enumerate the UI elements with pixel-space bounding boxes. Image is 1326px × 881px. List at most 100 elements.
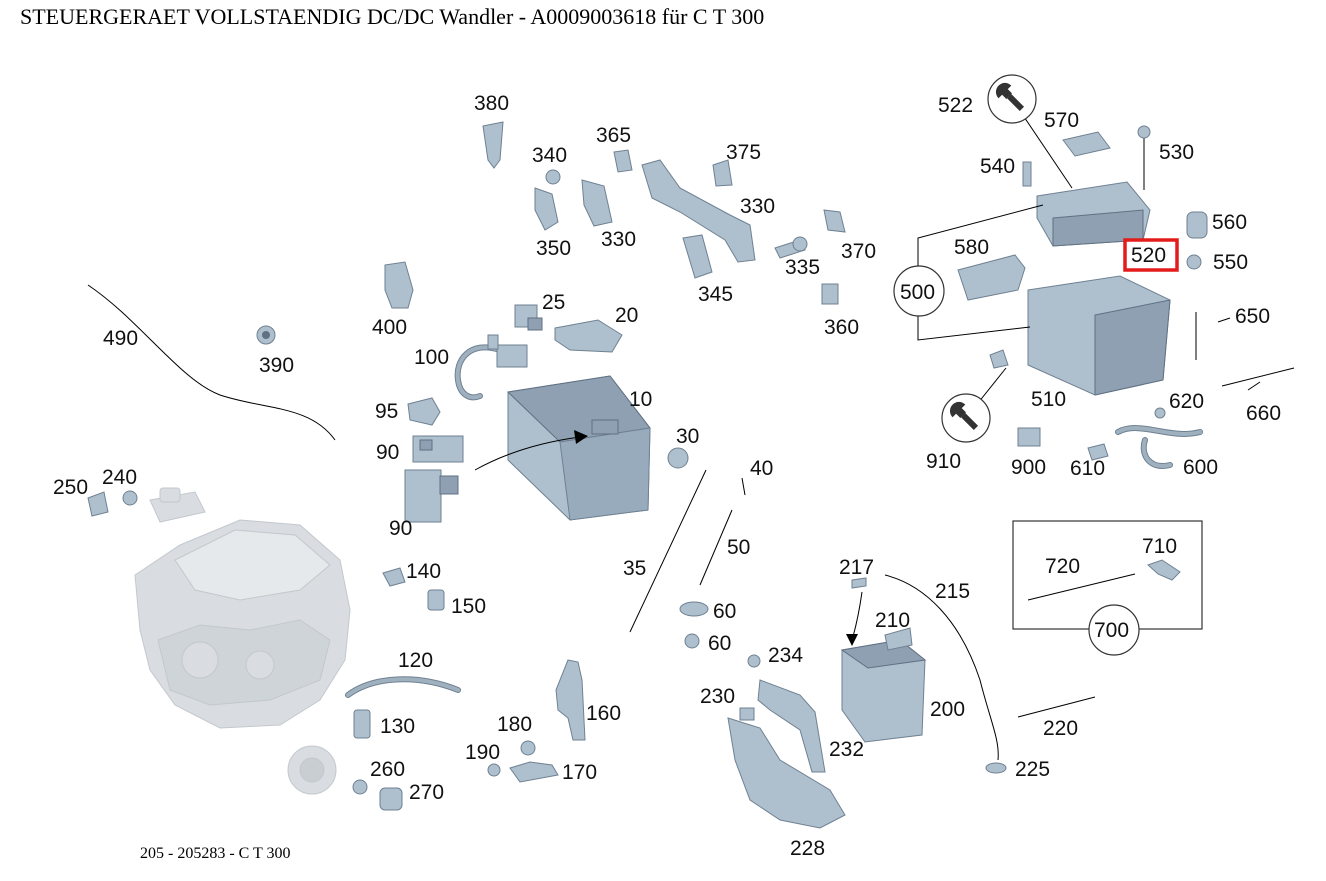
label-90-lower[interactable]: 90 bbox=[389, 517, 412, 540]
terminal-210[interactable] bbox=[884, 627, 913, 651]
fuse-box-90a[interactable] bbox=[412, 435, 464, 463]
vent-hose-215[interactable] bbox=[884, 574, 999, 761]
label-190[interactable]: 190 bbox=[465, 741, 500, 764]
label-10[interactable]: 10 bbox=[629, 388, 652, 411]
rod-220[interactable] bbox=[1017, 696, 1096, 718]
nut-260[interactable] bbox=[352, 779, 368, 795]
clip-340[interactable] bbox=[545, 169, 561, 185]
holder-330a[interactable] bbox=[581, 179, 613, 227]
label-30[interactable]: 30 bbox=[676, 425, 699, 448]
battery-cable-100[interactable] bbox=[454, 334, 528, 401]
label-550[interactable]: 550 bbox=[1213, 251, 1248, 274]
bracket-400[interactable] bbox=[384, 261, 414, 309]
bracket-232[interactable] bbox=[757, 679, 826, 773]
label-380[interactable]: 380 bbox=[474, 92, 509, 115]
nut-190[interactable] bbox=[487, 763, 501, 777]
label-700[interactable]: 700 bbox=[1094, 619, 1129, 642]
label-234[interactable]: 234 bbox=[768, 644, 803, 667]
label-500[interactable]: 500 bbox=[900, 281, 935, 304]
label-330-right[interactable]: 330 bbox=[740, 195, 775, 218]
fuse-25[interactable] bbox=[514, 304, 543, 331]
clip-365[interactable] bbox=[613, 149, 633, 173]
label-660[interactable]: 660 bbox=[1246, 402, 1281, 425]
label-340[interactable]: 340 bbox=[532, 144, 567, 167]
bolt-620[interactable] bbox=[1154, 407, 1166, 419]
label-540[interactable]: 540 bbox=[980, 155, 1015, 178]
bracket-380[interactable] bbox=[482, 121, 504, 169]
label-225[interactable]: 225 bbox=[1015, 758, 1050, 781]
terminal-130[interactable] bbox=[353, 709, 371, 739]
label-130[interactable]: 130 bbox=[380, 715, 415, 738]
ecu-cover-570[interactable] bbox=[1062, 131, 1111, 157]
elbow-710[interactable] bbox=[1147, 559, 1181, 581]
rod-35[interactable] bbox=[629, 469, 707, 633]
bracket-170[interactable] bbox=[509, 761, 559, 783]
clip-217[interactable] bbox=[851, 577, 867, 589]
label-228[interactable]: 228 bbox=[790, 837, 825, 860]
label-335[interactable]: 335 bbox=[785, 256, 820, 279]
label-40[interactable]: 40 bbox=[750, 457, 773, 480]
label-20[interactable]: 20 bbox=[615, 304, 638, 327]
clip-370[interactable] bbox=[823, 209, 846, 233]
relay-345[interactable] bbox=[682, 234, 713, 279]
label-250[interactable]: 250 bbox=[53, 476, 88, 499]
sensor-910[interactable] bbox=[989, 349, 1009, 369]
label-370[interactable]: 370 bbox=[841, 240, 876, 263]
label-232[interactable]: 232 bbox=[829, 738, 864, 761]
hose-600[interactable] bbox=[1115, 425, 1203, 469]
label-910[interactable]: 910 bbox=[926, 450, 961, 473]
label-522[interactable]: 522 bbox=[938, 94, 973, 117]
sensor-900[interactable] bbox=[1017, 427, 1041, 447]
label-25[interactable]: 25 bbox=[542, 291, 565, 314]
label-35[interactable]: 35 bbox=[623, 557, 646, 580]
cap-150[interactable] bbox=[427, 589, 445, 611]
carrier-rail[interactable] bbox=[641, 159, 756, 263]
label-710[interactable]: 710 bbox=[1142, 535, 1177, 558]
aux-battery-200[interactable] bbox=[840, 639, 927, 743]
bolt-40[interactable] bbox=[741, 477, 746, 496]
label-330-left[interactable]: 330 bbox=[601, 228, 636, 251]
label-210[interactable]: 210 bbox=[875, 609, 910, 632]
label-95[interactable]: 95 bbox=[375, 400, 398, 423]
label-510[interactable]: 510 bbox=[1031, 388, 1066, 411]
label-160[interactable]: 160 bbox=[586, 702, 621, 725]
label-390[interactable]: 390 bbox=[259, 354, 294, 377]
bolt-30[interactable] bbox=[667, 447, 689, 469]
grommet-240[interactable] bbox=[122, 490, 138, 506]
label-900[interactable]: 900 bbox=[1011, 456, 1046, 479]
label-345[interactable]: 345 bbox=[698, 283, 733, 306]
grommet-390[interactable] bbox=[256, 325, 276, 345]
label-720[interactable]: 720 bbox=[1045, 555, 1080, 578]
label-60-upper[interactable]: 60 bbox=[713, 600, 736, 623]
label-530[interactable]: 530 bbox=[1159, 141, 1194, 164]
label-365[interactable]: 365 bbox=[596, 124, 631, 147]
label-170[interactable]: 170 bbox=[562, 761, 597, 784]
label-270[interactable]: 270 bbox=[409, 781, 444, 804]
bolt-530[interactable] bbox=[1137, 125, 1151, 190]
cable-120[interactable] bbox=[345, 676, 461, 698]
label-260[interactable]: 260 bbox=[370, 758, 405, 781]
label-350[interactable]: 350 bbox=[536, 237, 571, 260]
plug-60a[interactable] bbox=[679, 601, 709, 617]
battery-cover-20[interactable] bbox=[554, 319, 623, 353]
label-60-lower[interactable]: 60 bbox=[708, 632, 731, 655]
label-220[interactable]: 220 bbox=[1043, 717, 1078, 740]
main-battery[interactable] bbox=[506, 375, 651, 521]
bracket-160[interactable] bbox=[555, 659, 586, 741]
label-240[interactable]: 240 bbox=[102, 466, 137, 489]
plug-60b[interactable] bbox=[684, 633, 700, 649]
label-580[interactable]: 580 bbox=[954, 236, 989, 259]
rod-720[interactable] bbox=[1027, 573, 1136, 601]
label-140[interactable]: 140 bbox=[406, 560, 441, 583]
dc-dc-control-unit-520[interactable] bbox=[1036, 181, 1151, 247]
label-230[interactable]: 230 bbox=[700, 685, 735, 708]
rod-660[interactable] bbox=[1221, 367, 1295, 387]
ecu-mount-234[interactable] bbox=[747, 654, 761, 668]
label-200[interactable]: 200 bbox=[930, 698, 965, 721]
rod-50[interactable] bbox=[699, 509, 733, 586]
label-90-upper[interactable]: 90 bbox=[376, 441, 399, 464]
label-120[interactable]: 120 bbox=[398, 649, 433, 672]
bracket-580[interactable] bbox=[957, 254, 1026, 301]
cable-490[interactable] bbox=[87, 284, 336, 441]
label-375[interactable]: 375 bbox=[726, 141, 761, 164]
